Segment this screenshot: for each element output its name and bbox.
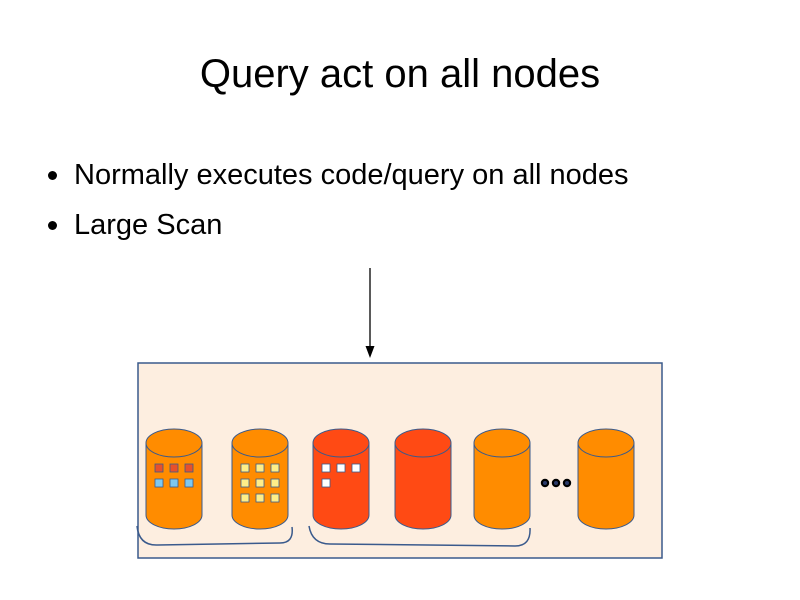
bullet-dot-icon bbox=[48, 170, 57, 180]
data-chunk bbox=[351, 463, 361, 473]
bullet-text: Normally executes code/query on all node… bbox=[74, 158, 629, 191]
data-chunk bbox=[270, 493, 280, 503]
database-node-icon bbox=[312, 428, 370, 530]
data-chunk bbox=[270, 478, 280, 488]
data-chunk bbox=[154, 463, 164, 473]
data-chunk bbox=[184, 463, 194, 473]
bullet-item: Normally executes code/query on all node… bbox=[48, 150, 629, 200]
data-chunk bbox=[240, 493, 250, 503]
data-chunk bbox=[255, 478, 265, 488]
group-bracket-left bbox=[136, 525, 293, 546]
nodes-group bbox=[145, 428, 635, 530]
database-node-icon bbox=[145, 428, 203, 530]
data-chunk bbox=[255, 463, 265, 473]
database-node-icon bbox=[473, 428, 531, 530]
bullet-list: Normally executes code/query on all node… bbox=[48, 150, 629, 250]
data-chunk bbox=[336, 463, 346, 473]
data-chunk bbox=[321, 478, 331, 488]
data-chunk bbox=[270, 463, 280, 473]
data-chunk bbox=[240, 478, 250, 488]
data-chunk bbox=[154, 478, 164, 488]
database-node-icon bbox=[394, 428, 452, 530]
three-dots-icon bbox=[540, 478, 572, 488]
data-chunk bbox=[184, 478, 194, 488]
data-chunk bbox=[321, 463, 331, 473]
data-chunk bbox=[169, 463, 179, 473]
slide-title: Query act on all nodes bbox=[199, 52, 601, 96]
data-chunk bbox=[255, 493, 265, 503]
data-chunk bbox=[240, 463, 250, 473]
database-node-icon bbox=[231, 428, 289, 530]
bullet-dot-icon bbox=[48, 220, 57, 230]
data-chunk bbox=[169, 478, 179, 488]
bullet-item: Large Scan bbox=[48, 200, 629, 250]
bullet-text: Large Scan bbox=[74, 208, 223, 241]
group-bracket-right bbox=[308, 525, 531, 547]
database-node-icon bbox=[577, 428, 635, 530]
down-arrow-icon bbox=[365, 268, 375, 358]
